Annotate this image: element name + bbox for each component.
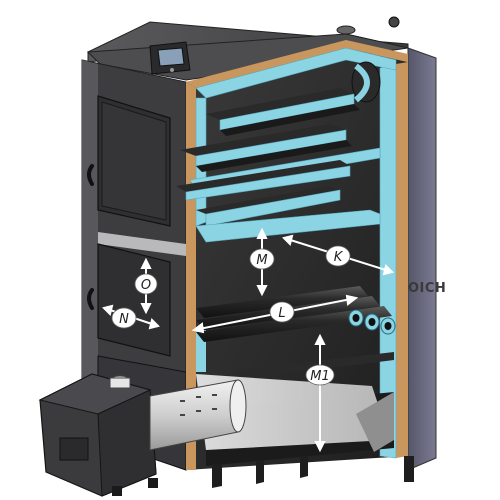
svg-text:N: N: [119, 312, 129, 327]
door-handle-icon: [87, 288, 94, 310]
svg-text:K: K: [334, 250, 344, 265]
lower-door: [97, 243, 171, 357]
right-wall-cork: [396, 62, 408, 458]
water-tube: [196, 306, 392, 342]
ash-chute-slope: [356, 392, 394, 452]
left-bezel: [82, 60, 98, 424]
baffle-tier-1: [206, 88, 360, 136]
dim-label-m: M: [249, 248, 275, 270]
dim-label-n: N: [111, 307, 137, 329]
chamber-ceiling-wool: [195, 209, 381, 243]
flue-outlet: [351, 61, 381, 103]
dim-label-o: O: [134, 273, 158, 295]
control-panel-icon: [149, 41, 191, 75]
svg-text:M1: M1: [310, 369, 330, 384]
top-knob-icon: [388, 16, 400, 28]
baffle-tier-3: [176, 147, 381, 201]
side-panel: [407, 47, 437, 471]
left-wall-cork: [186, 82, 196, 470]
top-cork: [186, 40, 408, 88]
base-legs: [212, 456, 414, 488]
brand-text: OICH: [408, 281, 446, 296]
dim-label-k: K: [325, 245, 351, 267]
tube-end-icon: [348, 309, 396, 335]
svg-text:O: O: [141, 278, 151, 293]
flue-port: [336, 25, 356, 35]
door-handle-icon: [87, 164, 94, 186]
dim-label-m1: M1: [305, 364, 335, 386]
svg-text:M: M: [256, 253, 267, 268]
burner-icon: [38, 373, 247, 497]
dim-label-l: L: [269, 301, 295, 323]
baffle-tier-2: [180, 124, 352, 172]
casing-band: [98, 232, 186, 256]
svg-text:L: L: [278, 306, 285, 321]
baffle-tier-4: [196, 186, 341, 227]
